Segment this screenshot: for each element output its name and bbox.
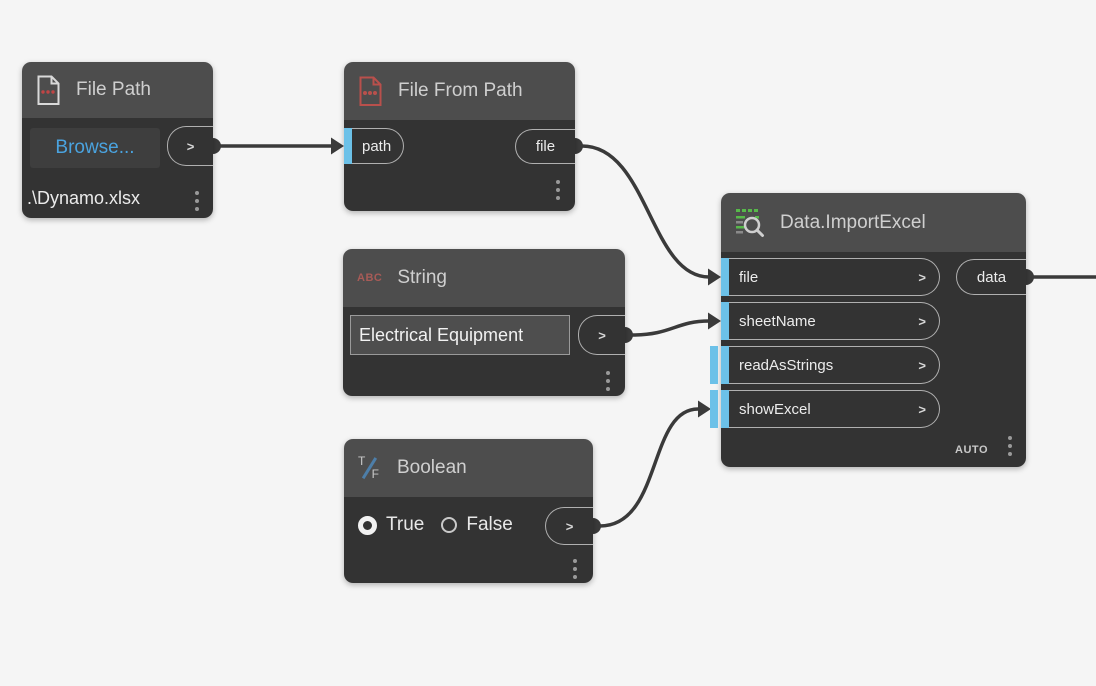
wire-boolean-to-showexcel[interactable]	[599, 407, 699, 528]
node-file-path-header[interactable]: File Path	[22, 62, 213, 118]
file-from-path-icon	[359, 76, 382, 106]
output-nub-filefrompath[interactable]	[575, 138, 583, 154]
tf-icon-f: F	[371, 467, 379, 481]
node-title: Data.ImportExcel	[780, 211, 926, 233]
port-label: readAsStrings	[739, 356, 834, 374]
input-arrow-path	[331, 137, 344, 155]
input-port-showexcel[interactable]: showExcel >	[710, 390, 940, 428]
node-title: String	[397, 267, 447, 288]
output-nub-importexcel[interactable]	[1026, 269, 1034, 285]
node-boolean-header[interactable]: T F Boolean	[344, 439, 593, 497]
port-label: path	[362, 137, 392, 155]
input-port-readasstrings[interactable]: readAsStrings >	[710, 346, 940, 384]
boolean-options: True False	[358, 514, 513, 536]
chevron-right-icon: >	[918, 269, 926, 285]
node-file-from-path-header[interactable]: File From Path	[344, 62, 575, 120]
context-menu-icon[interactable]	[556, 180, 560, 200]
file-path-output-port[interactable]: >	[167, 126, 213, 166]
node-title: Boolean	[397, 457, 467, 478]
port-label: data	[976, 268, 1007, 286]
output-port-data[interactable]: data	[956, 259, 1026, 295]
port-connected-indicator	[721, 346, 729, 384]
browse-button[interactable]: Browse...	[30, 128, 160, 168]
output-nub-boolean[interactable]	[593, 518, 601, 534]
string-abc-icon: ABC	[357, 272, 383, 284]
node-title: File Path	[76, 79, 151, 100]
port-label: showExcel	[739, 400, 811, 418]
wire-file-to-importexcel-file[interactable]	[581, 144, 710, 279]
input-arrow-file	[708, 268, 721, 286]
input-port-sheetname[interactable]: sheetName >	[721, 302, 940, 340]
port-connected-indicator	[344, 128, 352, 164]
string-value-input[interactable]	[350, 315, 570, 355]
node-data-importexcel[interactable]: Data.ImportExcel file > sheetName > read…	[710, 193, 1026, 467]
context-menu-icon[interactable]	[1008, 436, 1012, 456]
radio-true-label[interactable]: True	[386, 514, 425, 535]
context-menu-icon[interactable]	[606, 371, 610, 391]
output-port-file[interactable]: file	[515, 129, 575, 164]
chevron-right-icon: >	[918, 357, 926, 373]
boolean-output-port[interactable]: >	[545, 507, 593, 545]
context-menu-icon[interactable]	[573, 559, 577, 579]
wire-string-to-sheetname[interactable]	[631, 319, 710, 337]
import-excel-icon	[736, 208, 764, 237]
chevron-right-icon: >	[918, 401, 926, 417]
node-file-path[interactable]: File Path Browse... > .\Dynamo.xlsx	[22, 62, 213, 218]
port-label: sheetName	[739, 312, 816, 330]
input-port-file[interactable]: file >	[721, 258, 940, 296]
port-label: file	[739, 268, 759, 286]
node-string[interactable]: ABC String >	[343, 249, 625, 396]
output-nub-string[interactable]	[625, 327, 633, 343]
port-label: file	[535, 138, 556, 155]
lacing-auto-label[interactable]: AUTO	[955, 444, 988, 456]
output-nub-filepath[interactable]	[213, 138, 221, 154]
input-arrow-showexcel	[698, 400, 711, 418]
radio-false-label[interactable]: False	[466, 514, 513, 535]
tf-icon-t: T	[358, 454, 366, 468]
node-title: File From Path	[398, 80, 523, 101]
node-file-from-path[interactable]: File From Path path file	[344, 62, 575, 211]
node-string-header[interactable]: ABC String	[343, 249, 625, 307]
default-value-indicator	[710, 390, 718, 428]
chevron-right-icon: >	[918, 313, 926, 329]
port-connected-indicator	[721, 258, 729, 296]
input-port-path[interactable]: path	[344, 128, 404, 164]
file-path-icon	[37, 75, 60, 105]
port-connected-indicator	[721, 390, 729, 428]
node-boolean[interactable]: T F Boolean True False >	[344, 439, 593, 583]
chevron-right-icon: >	[598, 327, 606, 343]
port-connected-indicator	[721, 302, 729, 340]
chevron-right-icon: >	[565, 518, 574, 534]
file-path-value: .\Dynamo.xlsx	[27, 188, 141, 208]
input-arrow-sheetname	[708, 312, 721, 330]
context-menu-icon[interactable]	[195, 191, 199, 211]
boolean-tf-icon: T F	[358, 454, 382, 482]
string-output-port[interactable]: >	[578, 315, 625, 355]
radio-true-selected[interactable]	[358, 515, 377, 535]
chevron-right-icon: >	[186, 138, 195, 154]
node-data-importexcel-header[interactable]: Data.ImportExcel	[721, 193, 1026, 252]
radio-false-unselected[interactable]	[441, 517, 458, 533]
default-value-indicator	[710, 346, 718, 384]
